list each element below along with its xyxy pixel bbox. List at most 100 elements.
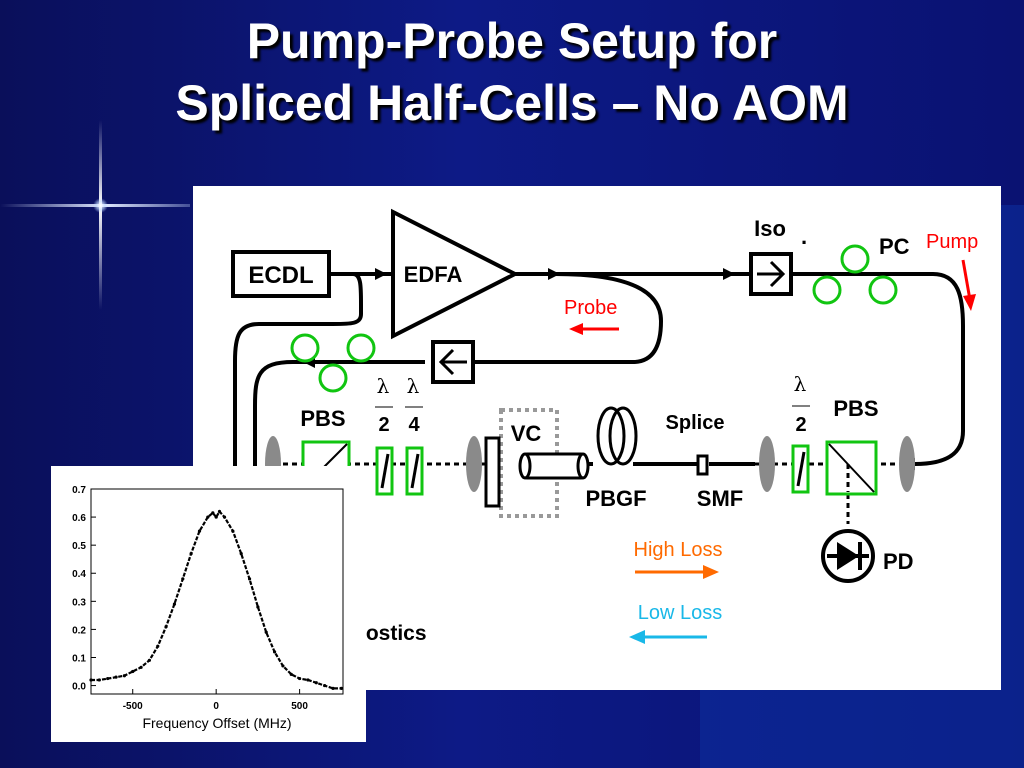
fiber-pump-loop [789, 272, 965, 466]
data-point [147, 658, 152, 662]
lens-flare-center [93, 198, 108, 213]
splice-label: Splice [666, 412, 725, 434]
data-point [122, 674, 126, 678]
y-axis: 0.00.10.20.30.40.50.60.7 [72, 485, 96, 693]
data-point [281, 664, 285, 668]
pbgf-coil-icon [596, 406, 638, 466]
data-point [181, 577, 185, 581]
isolator-pump-arrow-icon [757, 260, 786, 288]
plot-area [90, 488, 344, 695]
high-loss-arrow-icon [703, 565, 719, 579]
fiber-diagnostic-tap [233, 272, 363, 476]
pc-probe-icon [290, 333, 376, 393]
title-line-2: Spliced Half-Cells – No AOM [175, 75, 849, 131]
x-tick-label: 500 [291, 701, 308, 712]
y-tick-label: 0.6 [72, 513, 86, 524]
x-tick-label: 0 [213, 701, 219, 712]
data-point [97, 678, 101, 682]
smf-label: SMF [697, 486, 743, 511]
splice-icon [696, 454, 709, 476]
iso-label: Iso [754, 216, 786, 241]
series-group [89, 509, 343, 690]
data-point [222, 515, 227, 519]
pbs-right-diagonal [828, 443, 875, 493]
data-point [106, 676, 110, 681]
lambda-quarter-num: λ [407, 374, 420, 398]
data-point [206, 515, 210, 519]
data-point [289, 672, 293, 676]
low-loss-label: Low Loss [638, 602, 723, 624]
diagnostics-label-partial: nostics [353, 622, 427, 645]
data-point [164, 625, 168, 629]
title-line-1: Pump-Probe Setup for [246, 13, 778, 69]
edfa-amplifier-icon [391, 208, 520, 340]
ecdl-label: ECDL [248, 262, 313, 289]
pc-pump-icon [812, 244, 898, 305]
iso-dot: . [801, 224, 807, 249]
edfa-label: EDFA [404, 262, 463, 287]
pump-arrow-icon [963, 294, 976, 311]
fiber-ferrule-icon [521, 452, 587, 480]
data-point [298, 676, 302, 681]
data-point [256, 605, 260, 609]
pbs-right-label: PBS [833, 396, 878, 421]
pd-label: PD [883, 549, 914, 574]
y-tick-label: 0.5 [72, 541, 86, 552]
data-point [172, 602, 177, 606]
data-point [211, 511, 215, 515]
y-tick-label: 0.3 [72, 597, 86, 608]
lens-flare-vertical [99, 120, 102, 310]
probe-label: Probe [564, 297, 617, 319]
y-tick-label: 0.1 [72, 653, 86, 664]
data-point [214, 515, 218, 519]
lens-center-icon [466, 436, 482, 492]
data-point [139, 665, 143, 669]
data-point [231, 529, 235, 533]
high-loss-label: High Loss [634, 539, 723, 561]
isolator-probe-arrow-icon [438, 348, 467, 376]
data-point [314, 681, 318, 685]
data-point [339, 686, 343, 690]
data-point [131, 669, 135, 674]
data-point [89, 678, 93, 682]
data-point [247, 577, 252, 581]
low-loss-arrow-icon [629, 630, 645, 644]
y-tick-label: 0.0 [72, 682, 86, 693]
data-point [156, 644, 160, 648]
vc-label: VC [511, 421, 542, 446]
data-point [264, 630, 268, 634]
vapor-cell-enclosure [499, 408, 559, 518]
fiber-to-pbs-left [253, 360, 425, 476]
slide-title: Pump-Probe Setup for Spliced Half-Cells … [0, 10, 1024, 134]
probe-arrow-icon [569, 323, 583, 335]
lambda-half-left-den: 2 [378, 414, 389, 436]
lambda-half-left-num: λ [377, 374, 390, 398]
lambda-half-right-den: 2 [795, 414, 806, 436]
lambda-half-right-num: λ [794, 372, 807, 396]
pc-label: PC [879, 234, 910, 259]
ecdl-box [231, 250, 331, 298]
data-point [217, 509, 222, 514]
pump-arrow-line [961, 259, 972, 301]
data-point [306, 678, 310, 682]
pbs-left-label: PBS [300, 406, 345, 431]
data-point [114, 675, 118, 679]
waveplate-left-marks [380, 453, 420, 489]
x-tick-label: -500 [123, 701, 143, 712]
window-icon [484, 436, 501, 508]
y-tick-label: 0.7 [72, 485, 86, 496]
data-point [197, 529, 202, 533]
data-point [323, 683, 327, 688]
y-tick-label: 0.2 [72, 625, 86, 636]
data-point [331, 686, 335, 690]
series-line [91, 509, 342, 690]
x-axis: -500 0 500 [123, 689, 308, 712]
fiber-probe-return [473, 272, 664, 364]
data-point [189, 551, 193, 556]
data-point [239, 551, 243, 556]
pump-label: Pump [926, 231, 978, 253]
data-point [272, 650, 277, 654]
lambda-quarter-den: 4 [408, 414, 420, 436]
